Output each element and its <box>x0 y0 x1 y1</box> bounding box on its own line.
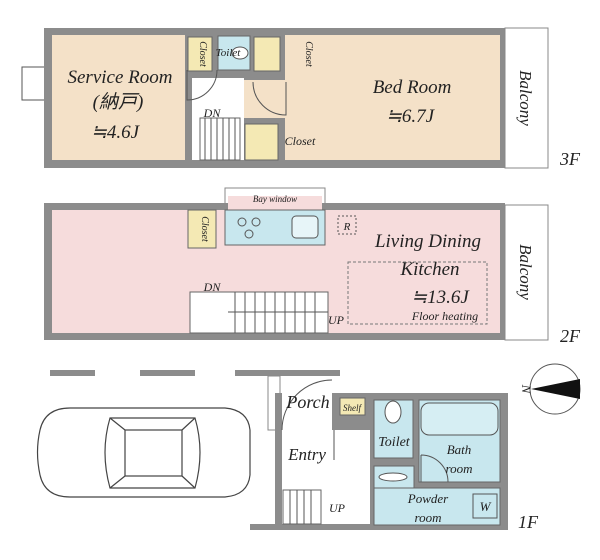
floor-2: Bay window Closet R Living Dining Kitche… <box>44 187 581 346</box>
stairs-up-label: UP <box>329 501 346 515</box>
closet-2f <box>187 209 217 249</box>
closet-label: Closet <box>199 216 210 242</box>
floor-label-3f: 3F <box>559 149 581 169</box>
service-room-jp-label: (納戸) <box>93 92 144 113</box>
ldk-size: ≒13.6J <box>411 287 470 308</box>
door-swing <box>281 379 335 460</box>
compass-icon: N <box>519 363 581 415</box>
bathtub-icon <box>420 402 499 436</box>
balcony-3f <box>504 27 549 169</box>
washbasin-icon <box>378 472 408 482</box>
north-label: N <box>519 384 534 395</box>
shelf-label: Shelf <box>343 403 362 413</box>
stair-treads <box>289 490 312 524</box>
stairs-dn-label: DN <box>203 280 222 294</box>
range-hood-label: R <box>343 221 351 233</box>
bed-room-label: Bed Room <box>373 77 452 98</box>
balcony-label: Balcony <box>516 244 535 300</box>
service-room-size: ≒4.6J <box>91 122 141 143</box>
stairs-3f <box>199 117 241 161</box>
stove-burner-icon <box>251 217 261 227</box>
toilet-icon <box>384 400 402 424</box>
balcony-label: Balcony <box>516 70 535 126</box>
closet-right-label: Closet <box>303 41 314 67</box>
floor-label-1f: 1F <box>518 512 539 532</box>
closet-left-label: Closet <box>197 41 208 67</box>
floor-label-2f: 2F <box>560 326 581 346</box>
ldk-label-line2: Kitchen <box>399 259 459 280</box>
balcony-2f <box>504 204 549 341</box>
stove-burner-icon <box>244 229 254 239</box>
boundary-wall <box>50 370 95 376</box>
floor-heating-label: Floor heating <box>411 309 478 323</box>
bed-room <box>285 35 500 160</box>
boundary-wall <box>235 370 340 376</box>
bed-room-size: ≒6.7J <box>386 106 436 127</box>
boundary-wall <box>250 524 280 530</box>
hall-bed <box>244 80 286 118</box>
entry-label: Entry <box>287 445 326 464</box>
stairs-1f <box>282 489 322 525</box>
closet-left <box>187 36 213 72</box>
door-swing <box>420 454 449 483</box>
bay-floor <box>228 196 322 210</box>
ldk-label-line1: Living Dining <box>374 231 481 252</box>
sink-icon <box>291 215 319 239</box>
bath-label-line2: room <box>446 461 473 476</box>
bath-label-line1: Bath <box>447 442 472 457</box>
floor-1: Porch Shelf Entry Toilet Bath room Powde… <box>50 370 539 532</box>
service-room <box>52 35 185 160</box>
powder-label-line2: room <box>415 510 442 525</box>
service-room-label: Service Room <box>68 67 173 88</box>
stair-treads <box>204 118 236 160</box>
boundary-wall <box>140 370 195 376</box>
toilet-label: Toilet <box>216 47 242 59</box>
bay-window-label: Bay window <box>253 194 297 204</box>
door-swing <box>252 81 287 116</box>
stairs-dn-label: DN <box>203 106 222 120</box>
closet-lower <box>244 123 279 161</box>
stair-treads <box>228 292 328 333</box>
stove-burner-icon <box>237 217 247 227</box>
powder-label-line1: Powder <box>407 491 449 506</box>
washer-box <box>472 493 498 519</box>
shelf <box>339 397 366 416</box>
car-icon <box>36 407 251 498</box>
washer-label: W <box>480 499 492 514</box>
floor-heating-area <box>347 261 488 325</box>
porch-label: Porch <box>285 392 329 412</box>
toilet-icon <box>231 46 249 60</box>
closet-right <box>253 36 281 72</box>
floor-3: Service Room (納戸) ≒4.6J Closet Toilet Cl… <box>21 27 581 169</box>
exterior-door <box>21 66 44 101</box>
closet-lower-label: Closet <box>285 134 316 148</box>
door-swing <box>186 69 218 101</box>
stairs-up-label: UP <box>328 313 345 327</box>
porch <box>282 376 332 431</box>
range-hood-box <box>337 215 357 235</box>
toilet-label: Toilet <box>378 435 410 450</box>
